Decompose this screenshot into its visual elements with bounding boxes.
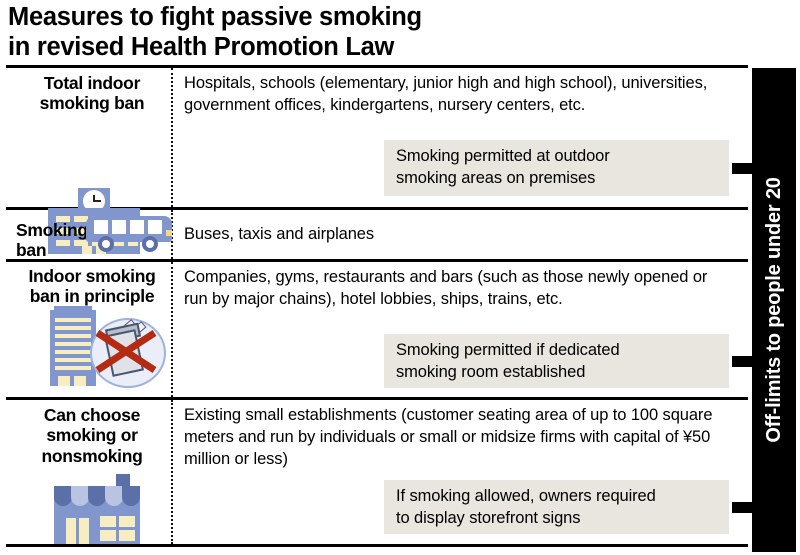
row-description: Companies, gyms, restaurants and bars (s…: [184, 268, 708, 308]
callout-line: to display storefront signs: [396, 508, 581, 527]
page-title-line-1: Measures to fight passive smoking: [8, 3, 422, 31]
column-divider: [171, 210, 173, 259]
office-no-smoking-icon: [40, 304, 170, 396]
callout-line: If smoking allowed, owners required: [396, 487, 656, 505]
row-description: Existing small establishments (customer …: [184, 406, 713, 468]
age-restriction-banner: Off-limits to people under 20: [752, 68, 796, 552]
row-category-label: Smoking ban: [16, 220, 166, 261]
category-line: ban: [16, 240, 47, 261]
row-description: Buses, taxis and airplanes: [184, 225, 375, 243]
title-divider: [6, 65, 748, 68]
table-row: Indoor smoking ban in principle: [6, 262, 772, 400]
column-divider: [171, 262, 173, 397]
page-title-line-2: in revised Health Promotion Law: [8, 33, 395, 62]
row-description: Hospitals, schools (elementary, junior h…: [184, 74, 708, 114]
row-callout: Smoking permitted at outdoor smoking are…: [384, 140, 729, 196]
category-line: nonsmoking: [41, 445, 143, 466]
row-category-label: Indoor smoking ban in principle: [12, 266, 172, 307]
callout-line: Smoking permitted at outdoor: [396, 147, 610, 165]
table-row: Smoking ban Buses, taxis and airplanes: [6, 210, 748, 262]
category-line: Smoking: [16, 220, 88, 240]
category-line: Can choose: [43, 405, 141, 425]
row-category-label: Total indoor smoking ban: [12, 73, 172, 114]
bus-icon: [84, 214, 176, 254]
category-line: ban in principle: [29, 286, 155, 307]
row-callout: Smoking permitted if dedicated smoking r…: [384, 334, 729, 388]
callout-line: smoking areas on premises: [396, 168, 596, 187]
age-restriction-label: Off-limits to people under 20: [762, 177, 785, 443]
table-row: Total indoor smoking ban: [6, 68, 772, 254]
measures-table: Total indoor smoking ban: [6, 68, 772, 547]
row-callout: If smoking allowed, owners required to d…: [384, 480, 729, 534]
category-line: smoking ban: [39, 93, 145, 114]
row-category-label: Can choose smoking or nonsmoking: [12, 405, 172, 466]
category-line: Total indoor: [43, 73, 141, 93]
page-title: Measures to fight passive smoking in rev…: [8, 2, 748, 62]
table-row: Can choose smoking or nonsmoking Exist: [6, 400, 772, 547]
shop-storefront-icon: [40, 472, 158, 544]
category-line: smoking or: [46, 425, 138, 446]
column-divider: [171, 400, 173, 544]
category-line: Indoor smoking: [28, 266, 156, 286]
callout-line: smoking room established: [396, 362, 586, 381]
column-divider: [171, 68, 173, 207]
callout-line: Smoking permitted if dedicated: [396, 341, 620, 359]
